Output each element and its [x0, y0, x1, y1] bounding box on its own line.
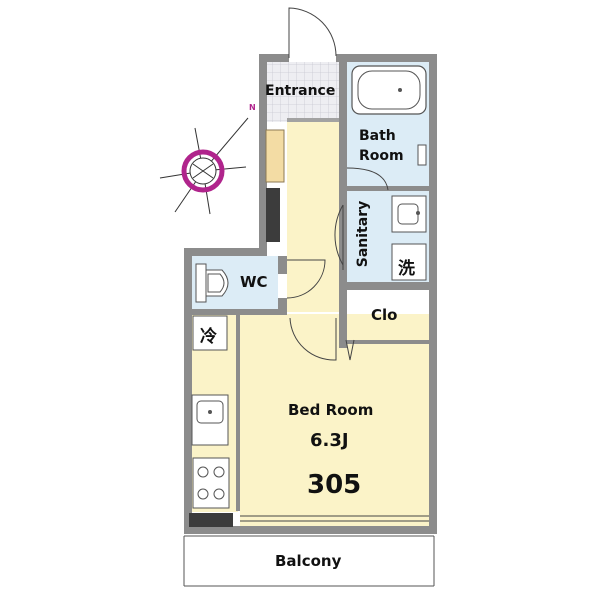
bedroom-label: Bed Room	[288, 401, 374, 419]
bath-room-label: Bath Room	[359, 128, 404, 164]
toilet	[195, 263, 229, 303]
compass	[159, 117, 249, 215]
fixtures	[189, 65, 427, 527]
storage-panel	[189, 513, 233, 527]
shoe-cabinet	[265, 129, 285, 183]
sanitary-label: Sanitary	[355, 200, 372, 268]
compass-ring	[181, 149, 225, 193]
walls	[184, 54, 437, 534]
corridor-floor	[287, 122, 339, 312]
bath-door	[346, 167, 389, 191]
fridge-space	[192, 315, 228, 351]
laundry-label: 洗	[398, 259, 415, 279]
stove	[192, 457, 230, 509]
balcony-label: Balcony	[275, 552, 342, 570]
bedroom-floor	[240, 314, 429, 526]
bedroom-door	[289, 317, 337, 361]
entrance-door	[288, 7, 337, 58]
entrance-label: Entrance	[265, 83, 336, 99]
dark-panel	[266, 188, 280, 242]
balcony	[183, 535, 435, 587]
closet-label: Clo	[371, 306, 398, 324]
compass-north-label: N	[249, 103, 256, 112]
entrance-floor	[267, 62, 339, 122]
wc-label: WC	[240, 273, 268, 291]
doors	[240, 7, 429, 522]
fridge-label: 冷	[200, 327, 217, 347]
closet-door	[345, 339, 355, 361]
unit-number-label: 305	[307, 470, 362, 500]
bedroom-size-label: 6.3J	[310, 430, 349, 451]
laundry-space	[391, 243, 427, 281]
wc-door	[286, 259, 326, 299]
balcony-floor	[184, 536, 434, 586]
